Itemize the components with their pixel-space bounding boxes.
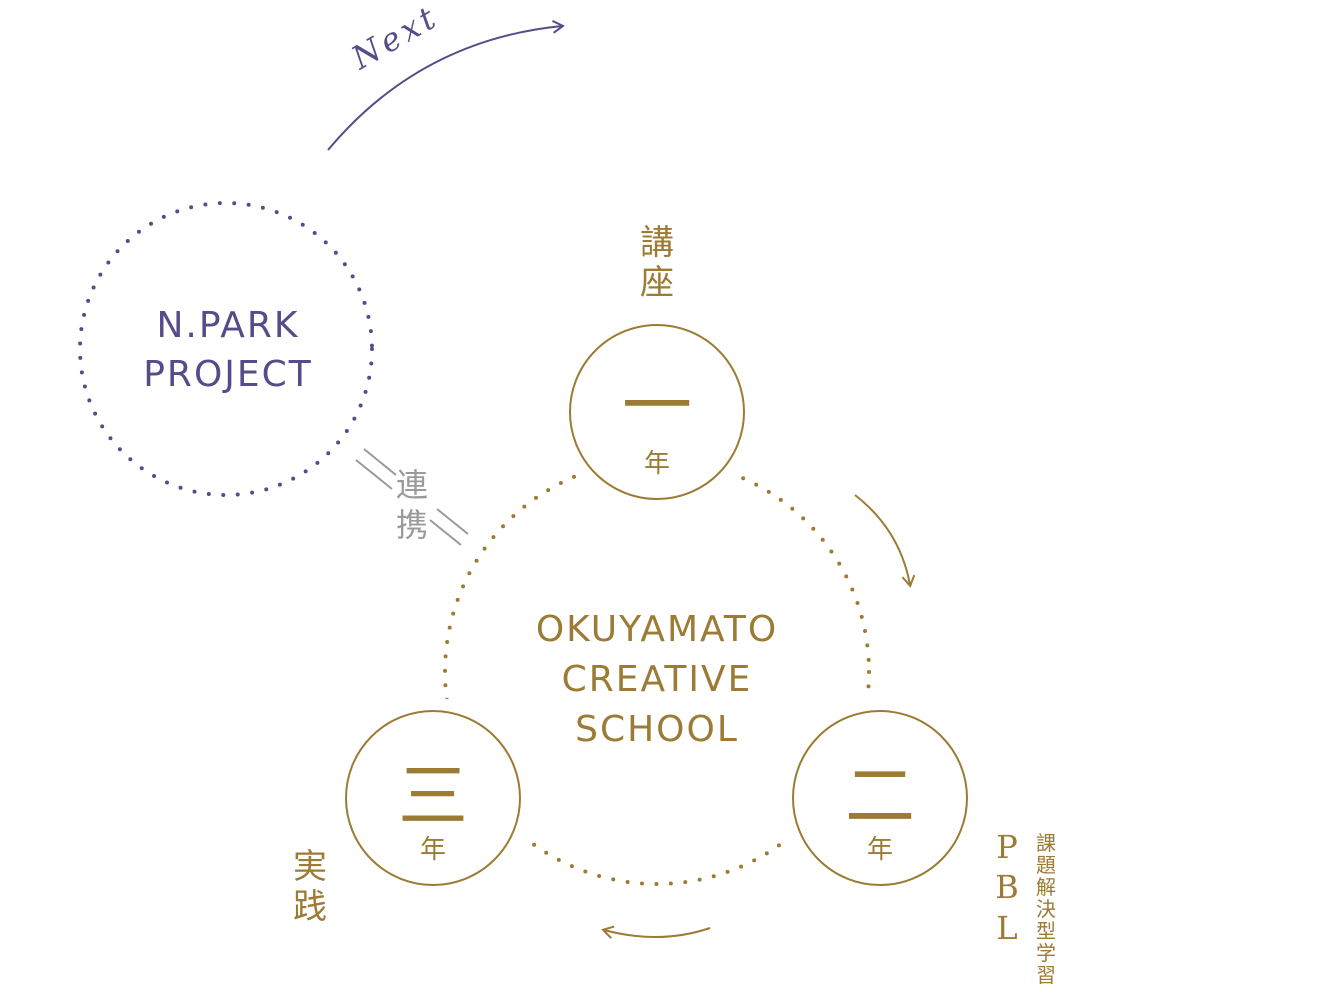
year-2-pbl-p: P [996, 828, 1018, 866]
year-3-label-char2: 践 [293, 887, 327, 927]
year-2-pbl-l: L [996, 909, 1017, 947]
vertical-char: 解 [1036, 875, 1056, 899]
vertical-char: 習 [1036, 963, 1056, 987]
year-3-node: 三 年 [345, 710, 521, 886]
year-2-node: 二 年 [792, 710, 968, 886]
year-1-unit: 年 [644, 449, 670, 479]
link-char1: 連 [396, 466, 428, 504]
vertical-char: 題 [1036, 853, 1056, 877]
year-2-unit: 年 [867, 835, 893, 865]
vertical-char: 型 [1036, 919, 1056, 943]
year-1-node: 一 年 [569, 324, 745, 500]
school-line2: CREATIVE [562, 659, 753, 700]
year-1-label-char1: 講 [640, 223, 674, 263]
vertical-char: 課 [1036, 831, 1056, 855]
npark-line2: PROJECT [143, 354, 313, 395]
school-line1: OKUYAMATO [536, 609, 778, 650]
year-2-label-vertical: 課 題 解 決 型 学 習 [1036, 831, 1056, 987]
year-2-numeral: 二 [845, 755, 915, 837]
year-1-label-char2: 座 [640, 263, 674, 303]
vertical-char: 学 [1036, 941, 1056, 965]
school-line3: SCHOOL [575, 709, 739, 750]
link-char2: 携 [396, 506, 428, 544]
year-2-pbl-b: B [995, 868, 1019, 906]
year-1-numeral: 一 [622, 365, 692, 447]
npark-dotted-circle [78, 201, 374, 497]
cycle-arrow-1-to-2 [854, 494, 916, 588]
npark-line1: N.PARK [156, 305, 299, 346]
cycle-arrow-2-to-3 [601, 925, 711, 939]
next-arrow [327, 20, 565, 151]
link-marker [355, 448, 469, 546]
year-3-unit: 年 [420, 835, 446, 865]
year-3-numeral: 三 [398, 755, 468, 837]
vertical-char: 決 [1036, 897, 1056, 921]
year-3-label-char1: 実 [293, 847, 327, 887]
